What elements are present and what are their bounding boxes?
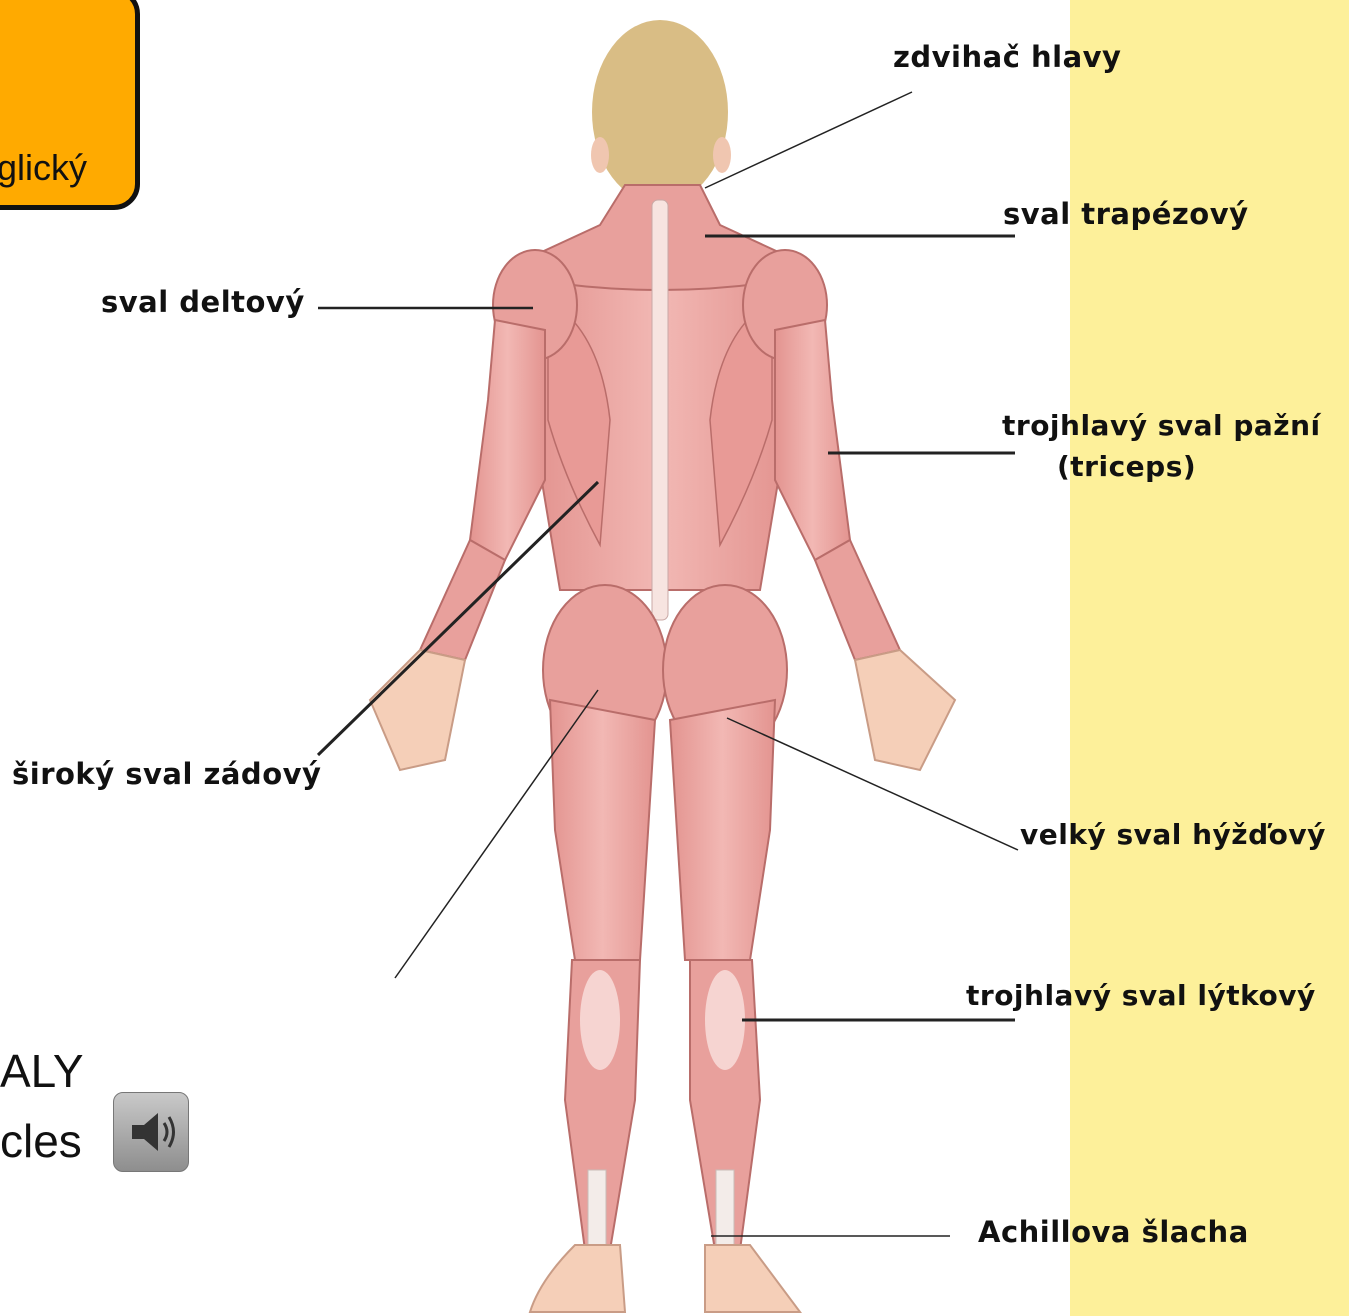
bottom-title: ALY <box>0 1048 84 1094</box>
hand-left <box>370 650 465 770</box>
thigh-left <box>550 700 655 960</box>
leader-head-lifter <box>705 92 912 188</box>
thigh-right <box>670 700 775 960</box>
hand-right <box>855 650 955 770</box>
arm-right-lower <box>815 540 900 660</box>
label-achilles: Achillova šlacha <box>978 1215 1249 1249</box>
speaker-icon <box>114 1093 188 1171</box>
label-triceps-en: (triceps) <box>1057 450 1196 483</box>
foot-left <box>530 1245 625 1312</box>
label-triceps: trojhlavý sval pažní <box>1002 409 1321 442</box>
label-gluteus: velký sval hýžďový <box>1020 818 1326 851</box>
label-latissimus: široký sval zádový <box>12 757 321 791</box>
label-calf: trojhlavý sval lýtkový <box>966 979 1316 1012</box>
arm-left-upper <box>470 320 545 560</box>
foot-right <box>705 1245 800 1312</box>
label-trapezius: sval trapézový <box>1003 197 1249 231</box>
speaker-button[interactable] <box>113 1092 189 1172</box>
arm-right-upper <box>775 320 850 560</box>
label-head-lifter: zdvihač hlavy <box>893 40 1121 74</box>
head-hair <box>592 20 728 204</box>
label-deltoid: sval deltový <box>101 285 305 319</box>
bottom-subtitle: cles <box>0 1118 82 1164</box>
